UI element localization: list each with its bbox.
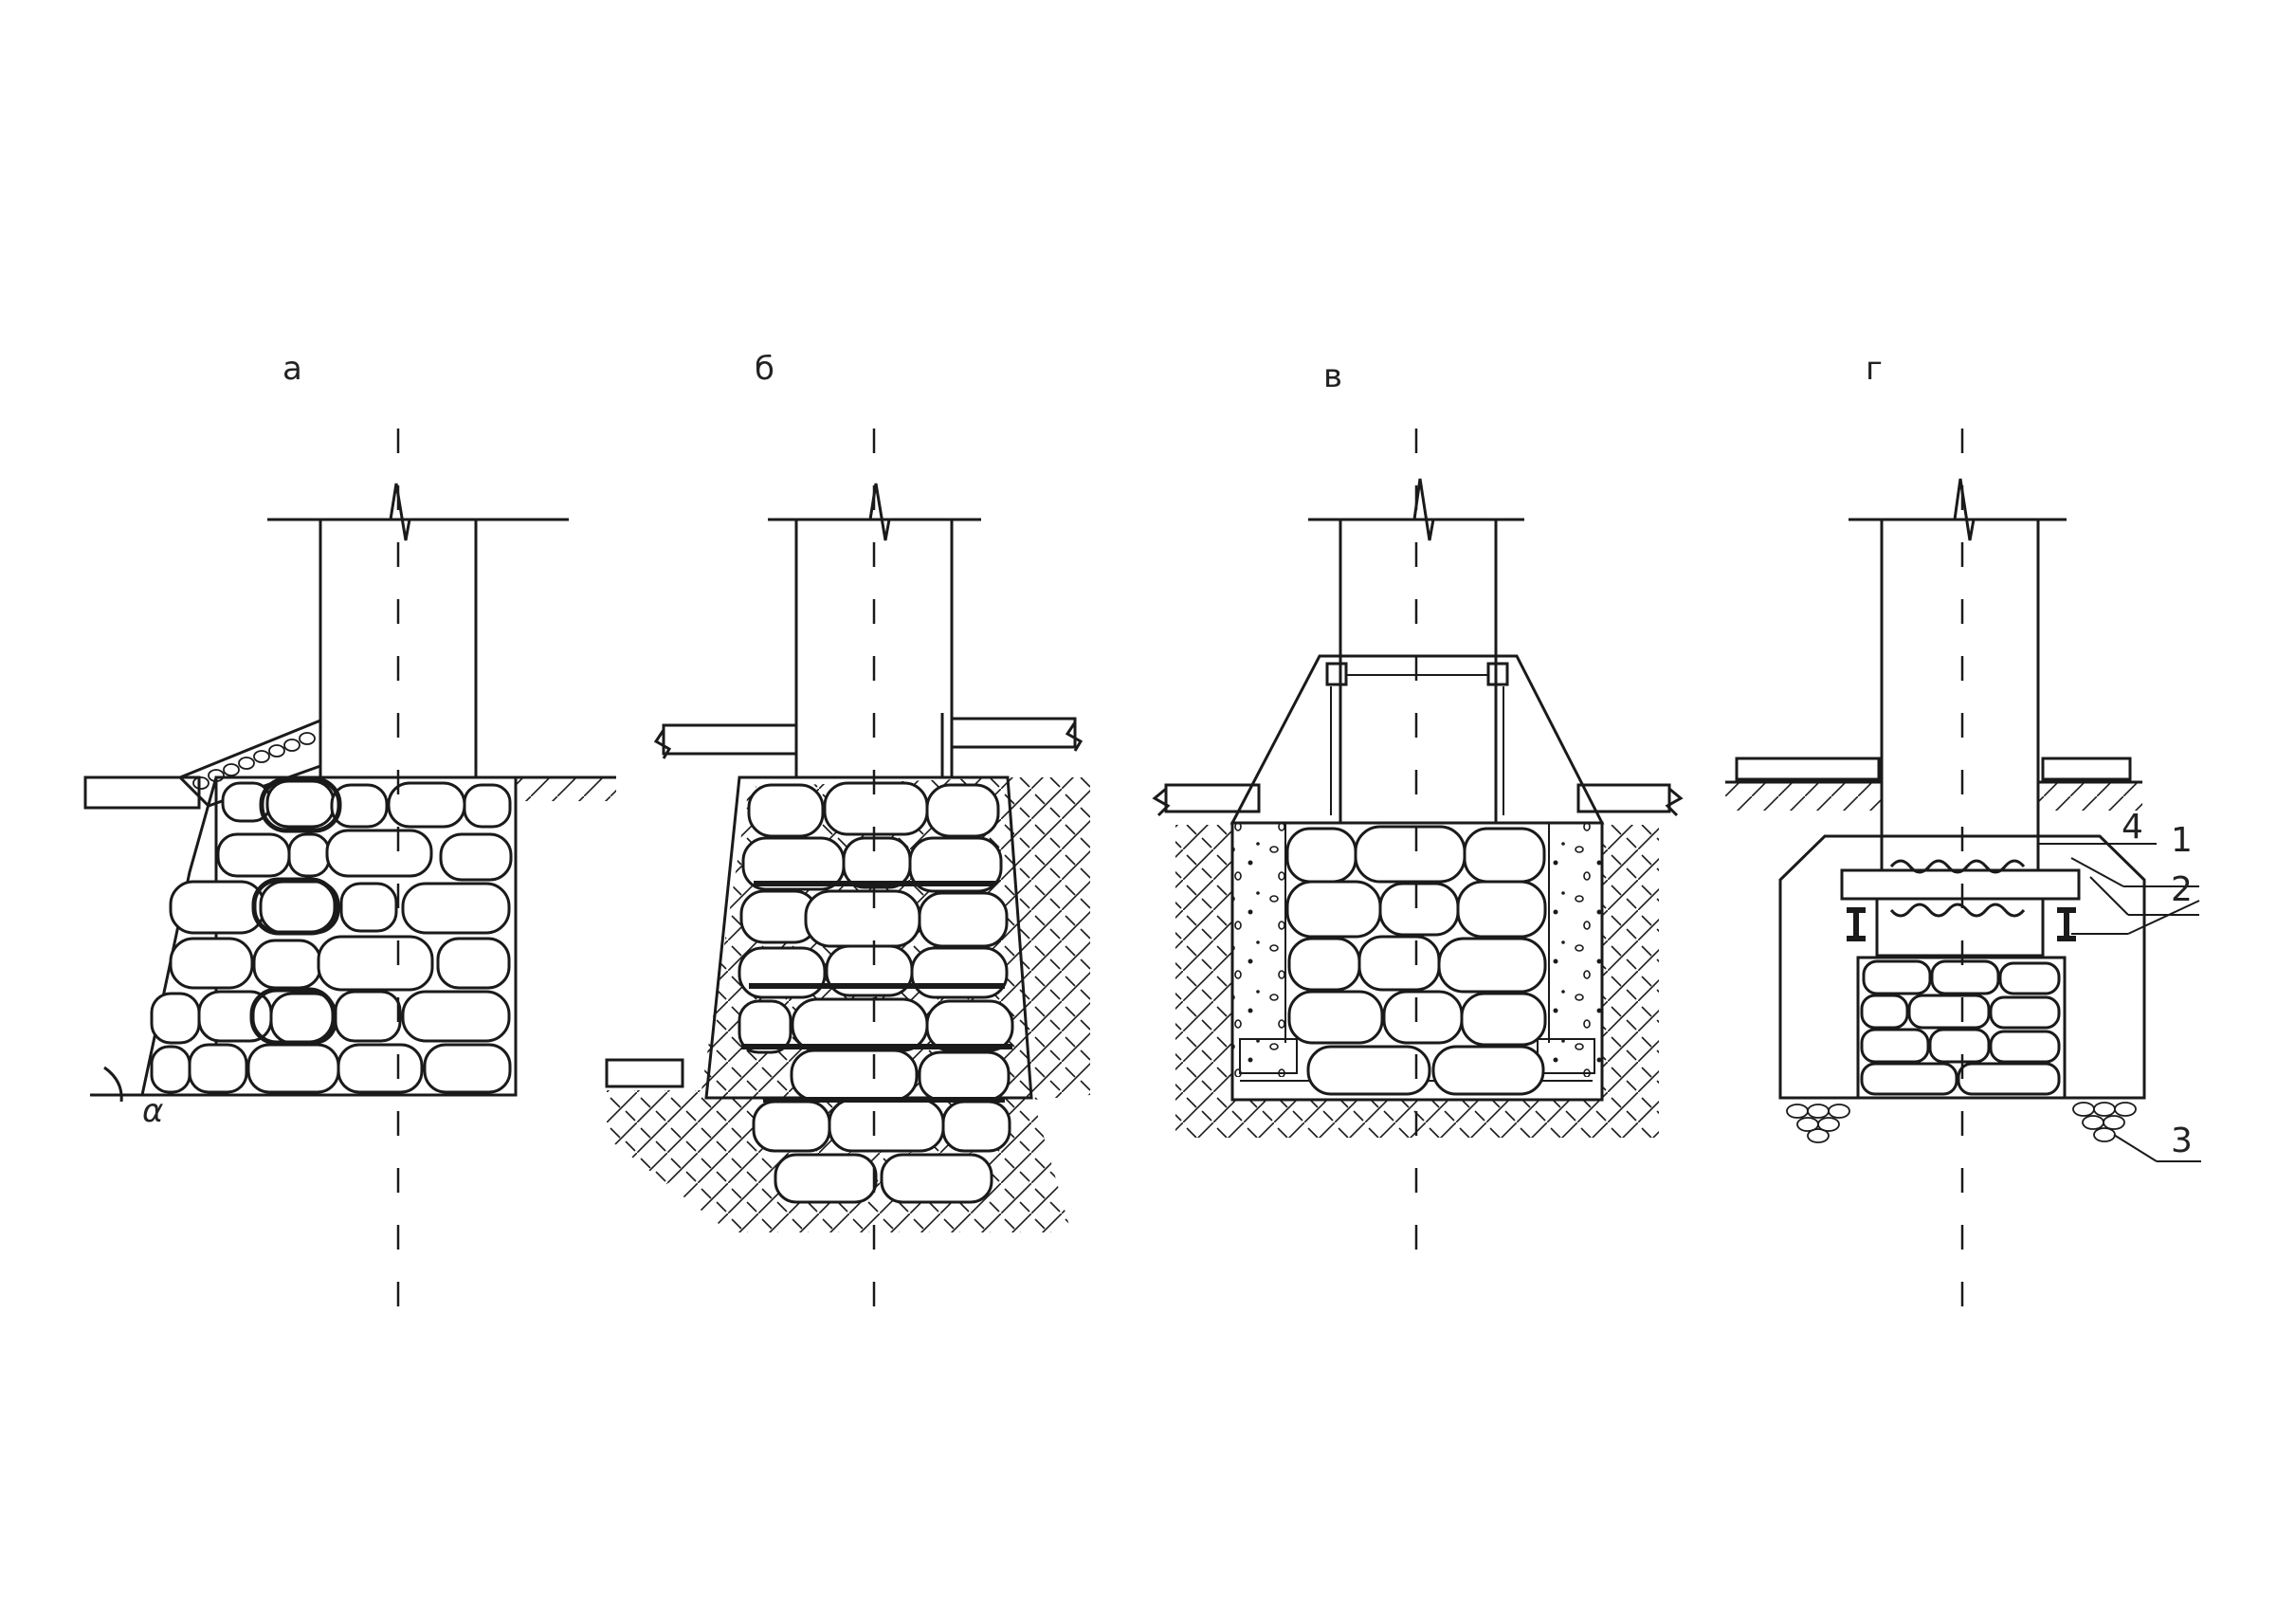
foundation-b (704, 776, 1033, 1100)
rubble-masonry-b (738, 781, 1014, 1204)
wavy-bars-bottom-d (1889, 903, 2026, 918)
concrete-collar-left-c (1229, 654, 1342, 825)
drain-pebbles-a (192, 732, 316, 790)
floor-slab-right-c (1576, 783, 1671, 813)
wavy-bars-top-d (1889, 859, 2026, 874)
rubble-masonry-a (150, 779, 513, 1094)
floor-slab-lower-b (605, 1058, 684, 1088)
drain-layer-a (177, 718, 322, 808)
concrete-footing-d (1778, 834, 2146, 1100)
ground-left-d (1725, 782, 1882, 811)
angle-arc (103, 1066, 123, 1103)
panel-b: б (605, 350, 1090, 1327)
floor-slab-right-b (950, 717, 1077, 749)
floor-slab-left-c (1164, 783, 1261, 813)
blind-area-d (1735, 757, 1881, 781)
wall-c (1339, 518, 1498, 825)
panel-c: в (1152, 357, 1684, 1251)
callout-4: 4 (2122, 808, 2143, 847)
callout-leaders-d (2038, 843, 2201, 1162)
ground-right-d (2038, 782, 2142, 811)
callout-3: 3 (2171, 1122, 2193, 1160)
concrete-wall-right-c (1549, 823, 1602, 1077)
panel-label-c: в (1323, 357, 1342, 395)
bold-stones-a (249, 776, 342, 1046)
wall-d (1880, 518, 2040, 872)
panel-d: г (1725, 350, 2201, 1327)
steel-beam-d (1840, 868, 2081, 901)
soil-c (1175, 825, 1659, 1138)
panel-label-b: б (755, 350, 774, 388)
rubble-masonry-c (1285, 825, 1547, 1096)
ground-right-a (517, 777, 616, 801)
panel-label-d: г (1866, 350, 1883, 388)
i-beams-d (1847, 907, 2076, 941)
concrete-collar-right-c (1494, 654, 1605, 825)
break-mark-a (389, 483, 411, 541)
panel-label-a: а (282, 350, 302, 388)
floor-slab-left-b (662, 723, 798, 756)
concrete-wall-left-c (1232, 823, 1285, 1077)
panel-a: а α (83, 350, 616, 1327)
rubble-masonry-d (1860, 959, 2061, 1096)
callout-1: 1 (2171, 821, 2193, 860)
callout-2: 2 (2171, 870, 2193, 909)
angle-label: α (142, 1092, 163, 1130)
blind-area-a (83, 776, 201, 810)
gravel-base-d (1786, 1102, 2137, 1143)
